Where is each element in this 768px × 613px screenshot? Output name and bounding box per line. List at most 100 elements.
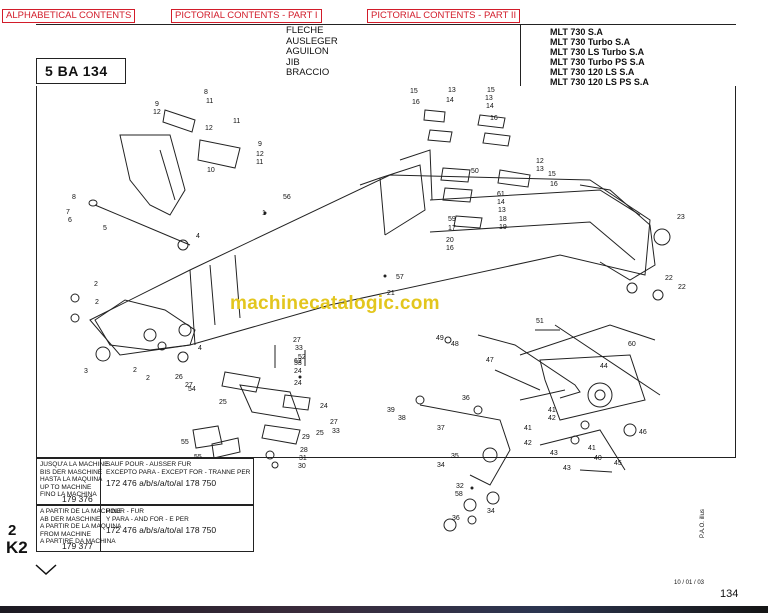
callout-label: 16: [446, 245, 454, 252]
callout-label: 58: [455, 491, 463, 498]
callout-label: 49: [436, 335, 444, 342]
callout-label: 54: [188, 386, 196, 393]
callout-label: 16: [412, 99, 420, 106]
note-right-text: SAUF POUR - AUSSER FUR EXCEPTO PARA - EX…: [106, 461, 251, 488]
note-left-text: JUSQU'A LA MACHINE BIS DER MASCHINE HAST…: [37, 459, 108, 504]
title-fr: FLECHE: [286, 25, 324, 36]
callout-label: 13: [448, 87, 456, 94]
callout-label: 23: [677, 214, 685, 221]
callout-label: 27: [293, 337, 301, 344]
serial-note-upto: JUSQU'A LA MACHINE BIS DER MASCHINE HAST…: [36, 458, 254, 505]
serial-range: 172 476 a/b/s/a/to/al 178 750: [106, 525, 217, 535]
callout-label: 51: [536, 318, 544, 325]
model-item: MLT 730 Turbo S.A: [550, 37, 631, 47]
callout-label: 56: [283, 194, 291, 201]
pictorial-contents-part1-link[interactable]: PICTORIAL CONTENTS - PART I: [171, 9, 322, 23]
model-item: MLT 730 120 LS S.A: [550, 67, 635, 77]
callout-label: 42: [548, 415, 556, 422]
callout-label: 40: [594, 455, 602, 462]
callout-label: 35: [451, 453, 459, 460]
section-code: 5 BA 134: [36, 58, 126, 84]
callout-label: 41: [548, 407, 556, 414]
callout-label: 16: [490, 115, 498, 122]
callout-label: 5: [103, 225, 107, 232]
serial-number: 179 376: [62, 494, 93, 504]
section-number: 2: [8, 522, 17, 539]
callout-label: 33: [332, 428, 340, 435]
serial-number: 179 377: [62, 541, 93, 551]
callout-label: 31: [299, 455, 307, 462]
chevron-down-icon: [35, 564, 57, 576]
callout-label: 24: [294, 380, 302, 387]
callout-label: 29: [302, 434, 310, 441]
callout-label: 44: [600, 363, 608, 370]
callout-label: 59: [448, 216, 456, 223]
callout-label: 14: [446, 97, 454, 104]
callout-label: 36: [462, 395, 470, 402]
callout-label: 50: [471, 168, 479, 175]
callout-label: 8: [204, 89, 208, 96]
callout-label: 52: [298, 354, 306, 361]
callout-label: 45: [614, 460, 622, 467]
callout-label: 43: [550, 450, 558, 457]
callout-label: 48: [451, 341, 459, 348]
page-number: 134: [720, 588, 739, 600]
callout-label: 20: [446, 237, 454, 244]
callout-label: 18: [499, 216, 507, 223]
callout-label: 12: [153, 109, 161, 116]
callout-label: 21: [387, 290, 395, 297]
callout-label: 9: [258, 141, 262, 148]
callout-label: 16: [550, 181, 558, 188]
header-divider: [520, 24, 521, 86]
callout-label: 11: [233, 118, 240, 125]
callout-label: 19: [499, 224, 507, 231]
callout-label: 30: [298, 463, 306, 470]
callout-label: 24: [320, 403, 328, 410]
callout-label: 25: [219, 399, 227, 406]
drawing-frame: [36, 86, 736, 458]
callout-label: 41: [524, 425, 532, 432]
print-date: 10 / 01 / 03: [674, 580, 705, 586]
serial-range: 172 476 a/b/s/a/to/al 178 750: [106, 478, 217, 488]
title-es: AGUILON: [286, 46, 329, 57]
callout-label: 7: [66, 209, 70, 216]
callout-label: 28: [300, 447, 308, 454]
callout-label: 25: [316, 430, 324, 437]
callout-label: 2: [94, 281, 98, 288]
callout-label: 17: [448, 225, 456, 232]
callout-label: 39: [387, 407, 395, 414]
watermark: machinecatalogic.com: [230, 293, 440, 314]
callout-label: 13: [485, 95, 493, 102]
callout-label: 1: [262, 210, 266, 217]
callout-label: 32: [456, 483, 464, 490]
callout-label: 13: [498, 207, 506, 214]
callout-label: 13: [536, 166, 544, 173]
title-it: BRACCIO: [286, 67, 330, 78]
part-title-block: FLECHE AUSLEGER AGUILON JIB BRACCIO: [286, 25, 476, 84]
model-item: MLT 730 Turbo PS S.A: [550, 57, 645, 67]
callout-label: 12: [256, 151, 264, 158]
callout-label: 4: [198, 345, 202, 352]
pao-credit: P.A.O. illus: [700, 509, 706, 538]
note-right-text: POUR - FUR Y PARA - AND FOR - E PER 172 …: [103, 506, 253, 551]
callout-label: 27: [185, 382, 193, 389]
callout-label: 38: [398, 415, 406, 422]
callout-label: 43: [563, 465, 571, 472]
callout-label: 14: [486, 103, 494, 110]
callout-label: 42: [524, 440, 532, 447]
callout-label: 55: [194, 454, 202, 461]
callout-label: 62: [294, 358, 302, 365]
callout-label: 26: [175, 374, 183, 381]
pictorial-contents-part2-link[interactable]: PICTORIAL CONTENTS - PART II: [367, 9, 521, 23]
callout-label: 15: [487, 87, 495, 94]
callout-label: 2: [95, 299, 99, 306]
callout-label: 27: [330, 419, 338, 426]
callout-label: 2: [133, 367, 137, 374]
callout-label: 37: [437, 425, 445, 432]
callout-label: 4: [196, 233, 200, 240]
callout-label: 34: [437, 462, 445, 469]
title-en: JIB: [286, 56, 300, 68]
callout-label: 22: [665, 275, 673, 282]
alphabetical-contents-link[interactable]: ALPHABETICAL CONTENTS: [2, 9, 136, 23]
